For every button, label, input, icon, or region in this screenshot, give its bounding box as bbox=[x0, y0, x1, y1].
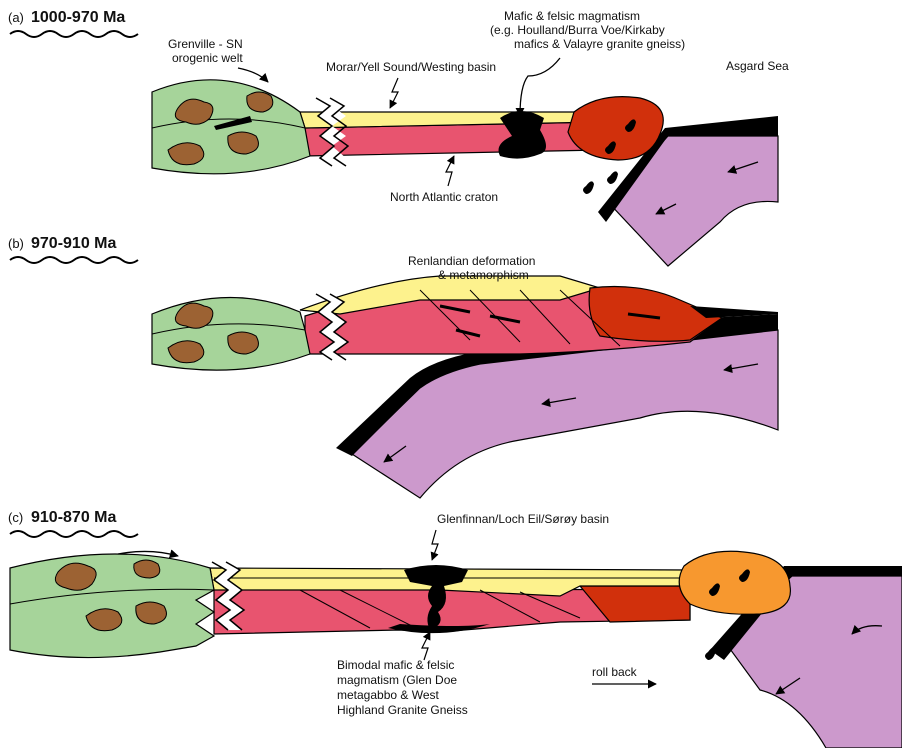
panel-a-letter: (a) bbox=[8, 10, 24, 25]
label-bimodal-2: magmatism (Glen Doe bbox=[337, 673, 457, 687]
arrow-icon bbox=[390, 78, 398, 108]
label-craton: North Atlantic craton bbox=[390, 190, 498, 204]
label-asgard-sea: Asgard Sea bbox=[726, 59, 789, 73]
magma-drop-icon bbox=[583, 181, 594, 194]
label-magma-a-2: (e.g. Houlland/Burra Voe/Kirkaby bbox=[490, 23, 665, 37]
label-deform-2: & metamorphism bbox=[438, 268, 529, 282]
arc-pluton-c bbox=[679, 551, 790, 614]
label-bimodal-4: Highland Granite Gneiss bbox=[337, 703, 468, 717]
basement-blob-4 bbox=[228, 132, 259, 154]
basement-blob-11 bbox=[136, 602, 167, 624]
magma-drop-icon bbox=[705, 647, 716, 660]
panel-a-title-underline bbox=[10, 31, 138, 37]
panel-b: (b) 970-910 Ma Renlandian deformation & … bbox=[8, 235, 778, 498]
arrow-icon bbox=[238, 68, 268, 82]
panel-c-title-underline bbox=[10, 531, 138, 537]
basement-blob-7 bbox=[228, 332, 259, 354]
label-magma-a-1: Mafic & felsic magmatism bbox=[504, 9, 640, 23]
subducting-slab-b bbox=[352, 330, 778, 498]
magma-drop-icon bbox=[607, 171, 618, 184]
arrow-icon bbox=[422, 632, 430, 660]
arc-intrusion-a bbox=[568, 97, 663, 160]
label-grenville-2: orogenic welt bbox=[172, 51, 243, 65]
arrow-icon bbox=[432, 530, 438, 560]
arrow-icon bbox=[520, 58, 560, 116]
panel-c-letter: (c) bbox=[8, 510, 23, 525]
panel-a-age: 1000-970 Ma bbox=[31, 9, 125, 26]
label-bimodal-3: metagabbo & West bbox=[337, 688, 440, 702]
basement-blob-9 bbox=[134, 560, 160, 578]
break-zigzag-icon bbox=[316, 98, 348, 176]
panel-b-letter: (b) bbox=[8, 236, 24, 251]
label-deform-1: Renlandian deformation bbox=[408, 254, 535, 268]
panel-b-age: 970-910 Ma bbox=[31, 235, 116, 252]
basement-blob-2 bbox=[247, 92, 273, 112]
grenville-terrane-c bbox=[10, 554, 214, 658]
label-grenville-1: Grenville - SN bbox=[168, 37, 243, 51]
arrow-icon bbox=[446, 156, 454, 186]
label-bimodal-1: Bimodal mafic & felsic bbox=[337, 658, 454, 672]
label-rollback: roll back bbox=[592, 665, 638, 679]
panel-c-age: 910-870 Ma bbox=[31, 509, 116, 526]
label-basin-a: Morar/Yell Sound/Westing basin bbox=[326, 60, 496, 74]
panel-b-title-underline bbox=[10, 257, 138, 263]
panel-c: (c) 910-870 Ma bbox=[8, 509, 902, 748]
label-basin-c: Glenfinnan/Loch Eil/Sørøy basin bbox=[437, 512, 609, 526]
label-magma-a-3: mafics & Valayre granite gneiss) bbox=[514, 37, 685, 51]
panel-a: (a) 1000-970 Ma bbox=[8, 9, 789, 266]
